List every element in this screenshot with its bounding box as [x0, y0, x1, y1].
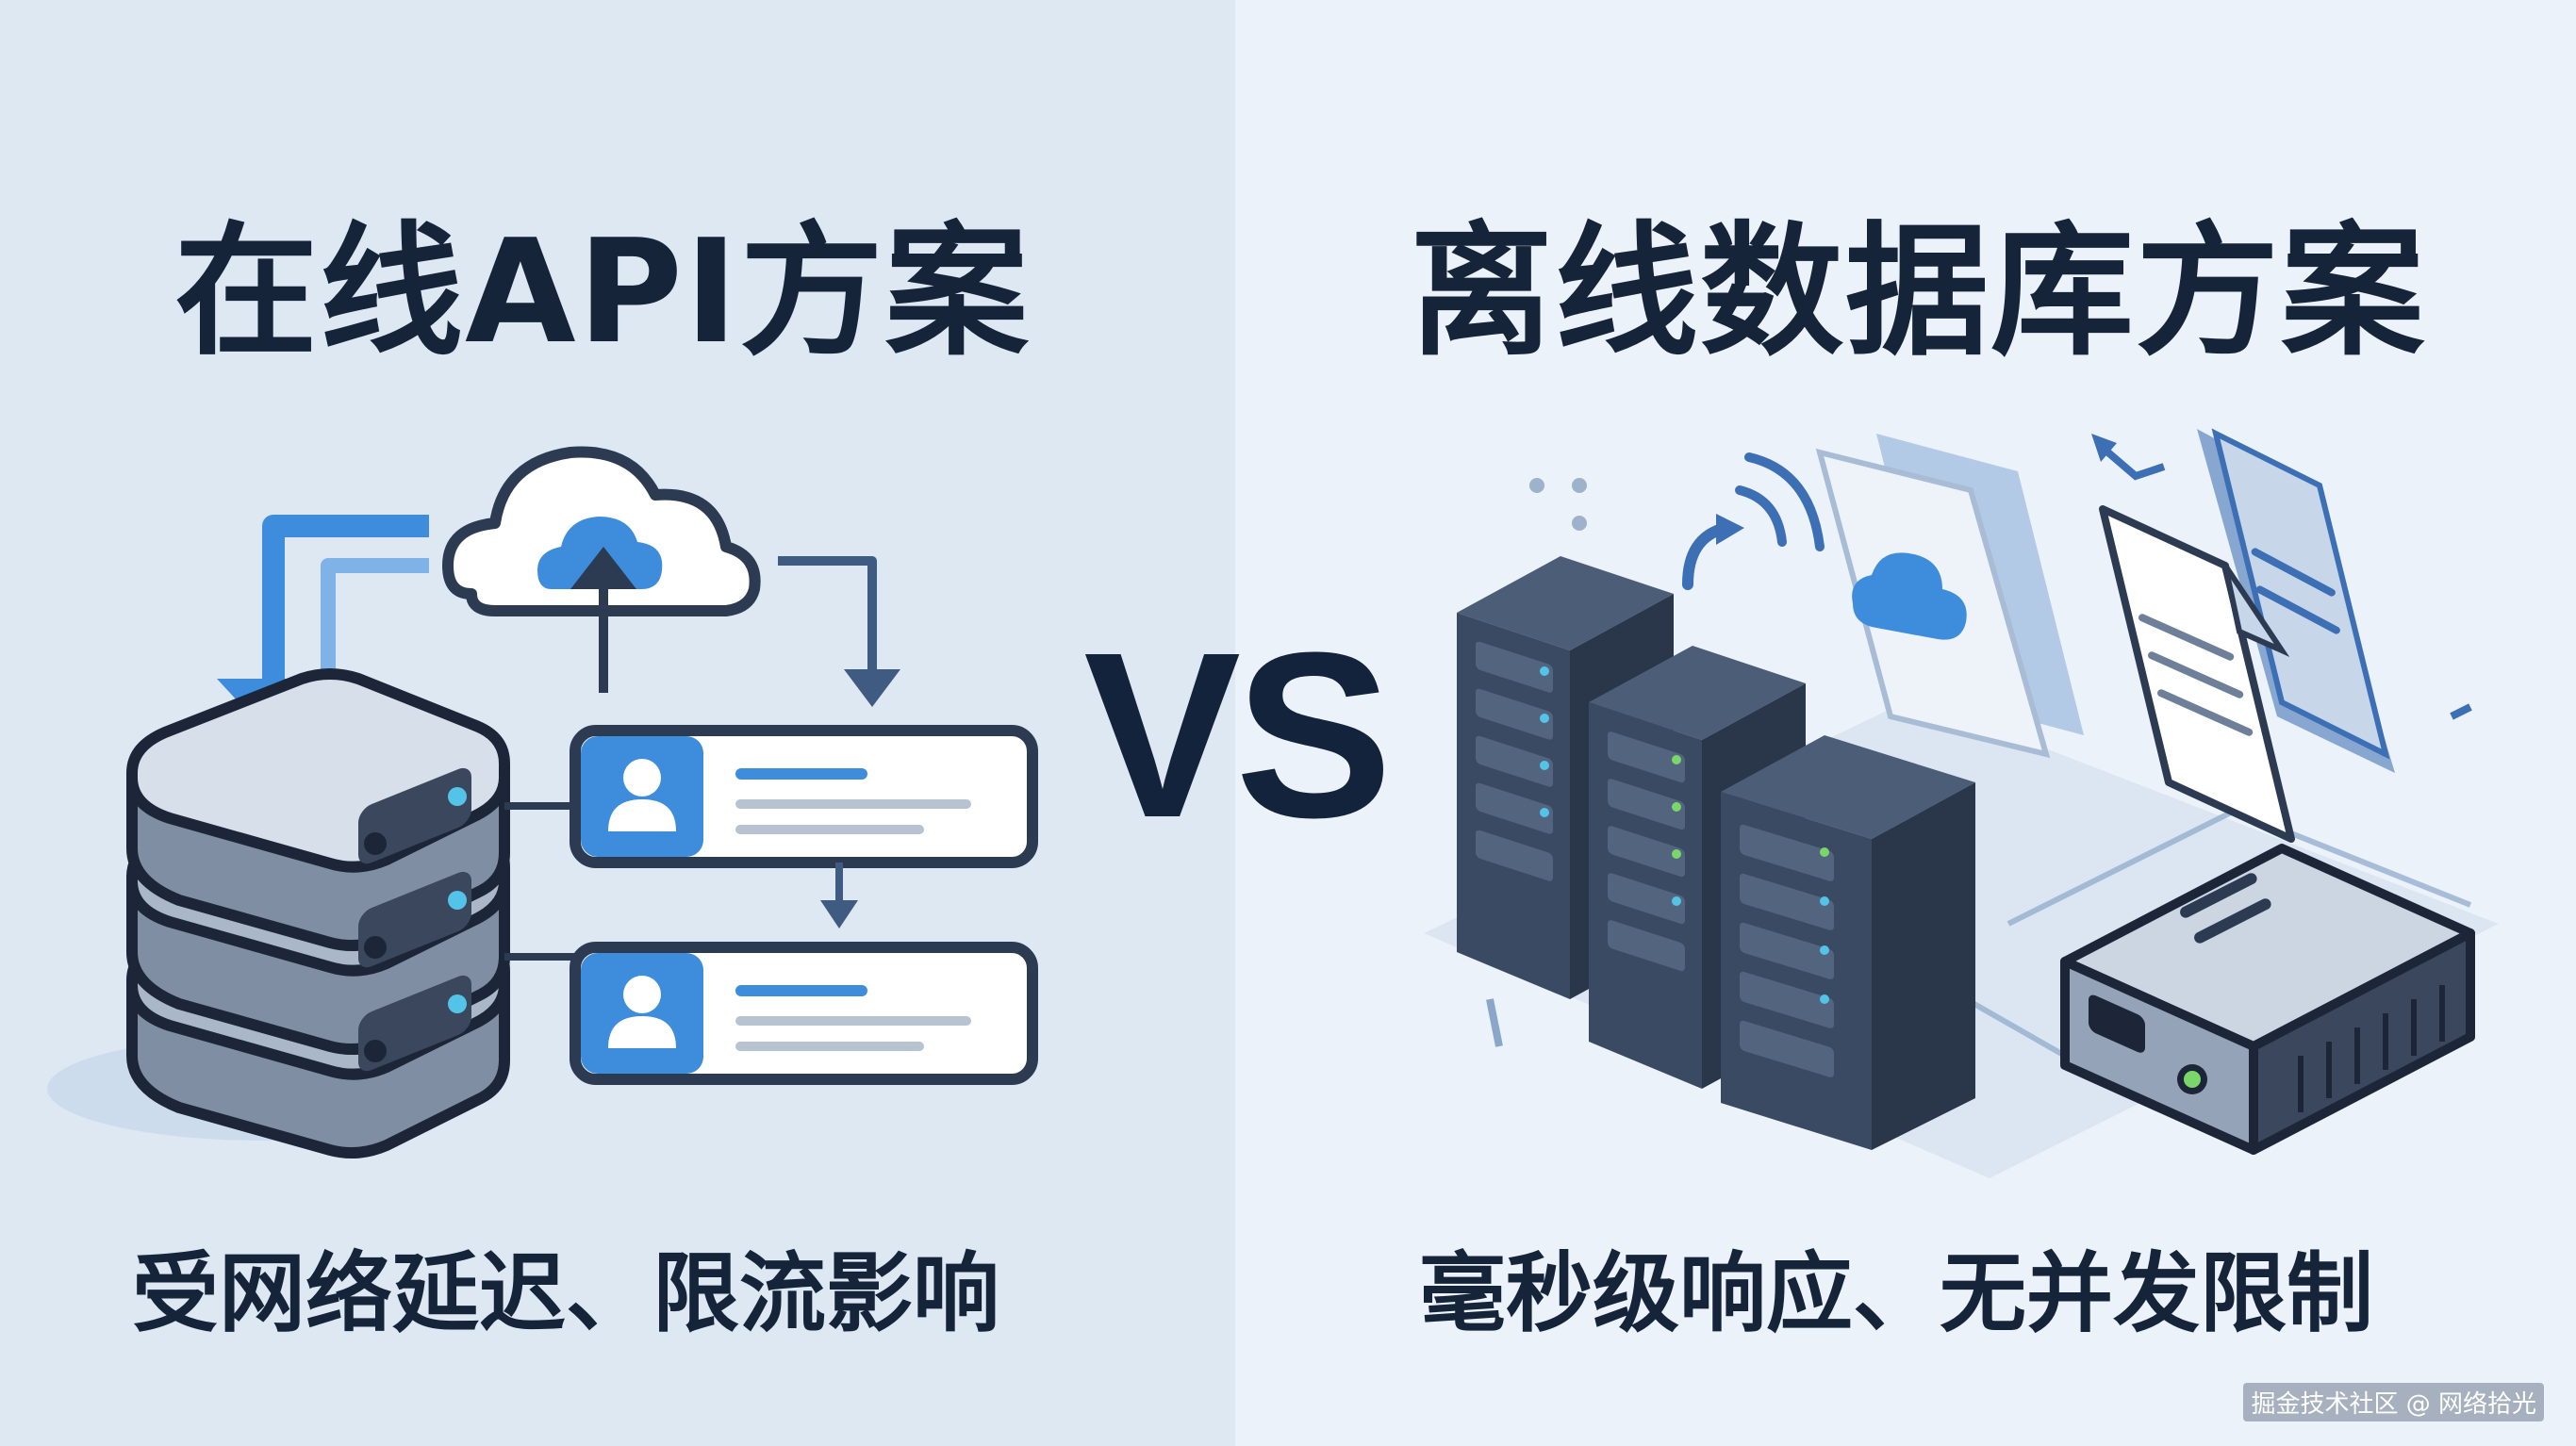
offline-db-title: 离线数据库方案 [1410, 208, 2426, 375]
wifi-signal-icon [1682, 452, 1825, 590]
storage-device-icon [2060, 844, 2475, 1155]
online-api-illustration [47, 446, 1038, 1159]
database-stack-icon [126, 668, 510, 1159]
server-rack-icon [1721, 735, 1975, 1150]
vs-label: VS [1083, 603, 1393, 866]
online-api-caption: 受网络延迟、限流影响 [132, 1243, 1000, 1344]
user-card-icon [570, 725, 1038, 868]
cloud-upload-icon [442, 446, 761, 693]
online-api-title: 在线API方案 [174, 208, 1031, 375]
watermark: 掘金技术社区 @ 网络拾光 [2243, 1383, 2544, 1421]
document-icon [1815, 434, 2084, 759]
document-icon [2099, 505, 2295, 843]
offline-db-illustration [1424, 428, 2499, 1178]
document-icon [2197, 428, 2395, 773]
user-card-icon [570, 942, 1038, 1085]
return-arrow-icon [262, 515, 429, 679]
offline-db-caption: 毫秒级响应、无并发限制 [1419, 1243, 2374, 1344]
